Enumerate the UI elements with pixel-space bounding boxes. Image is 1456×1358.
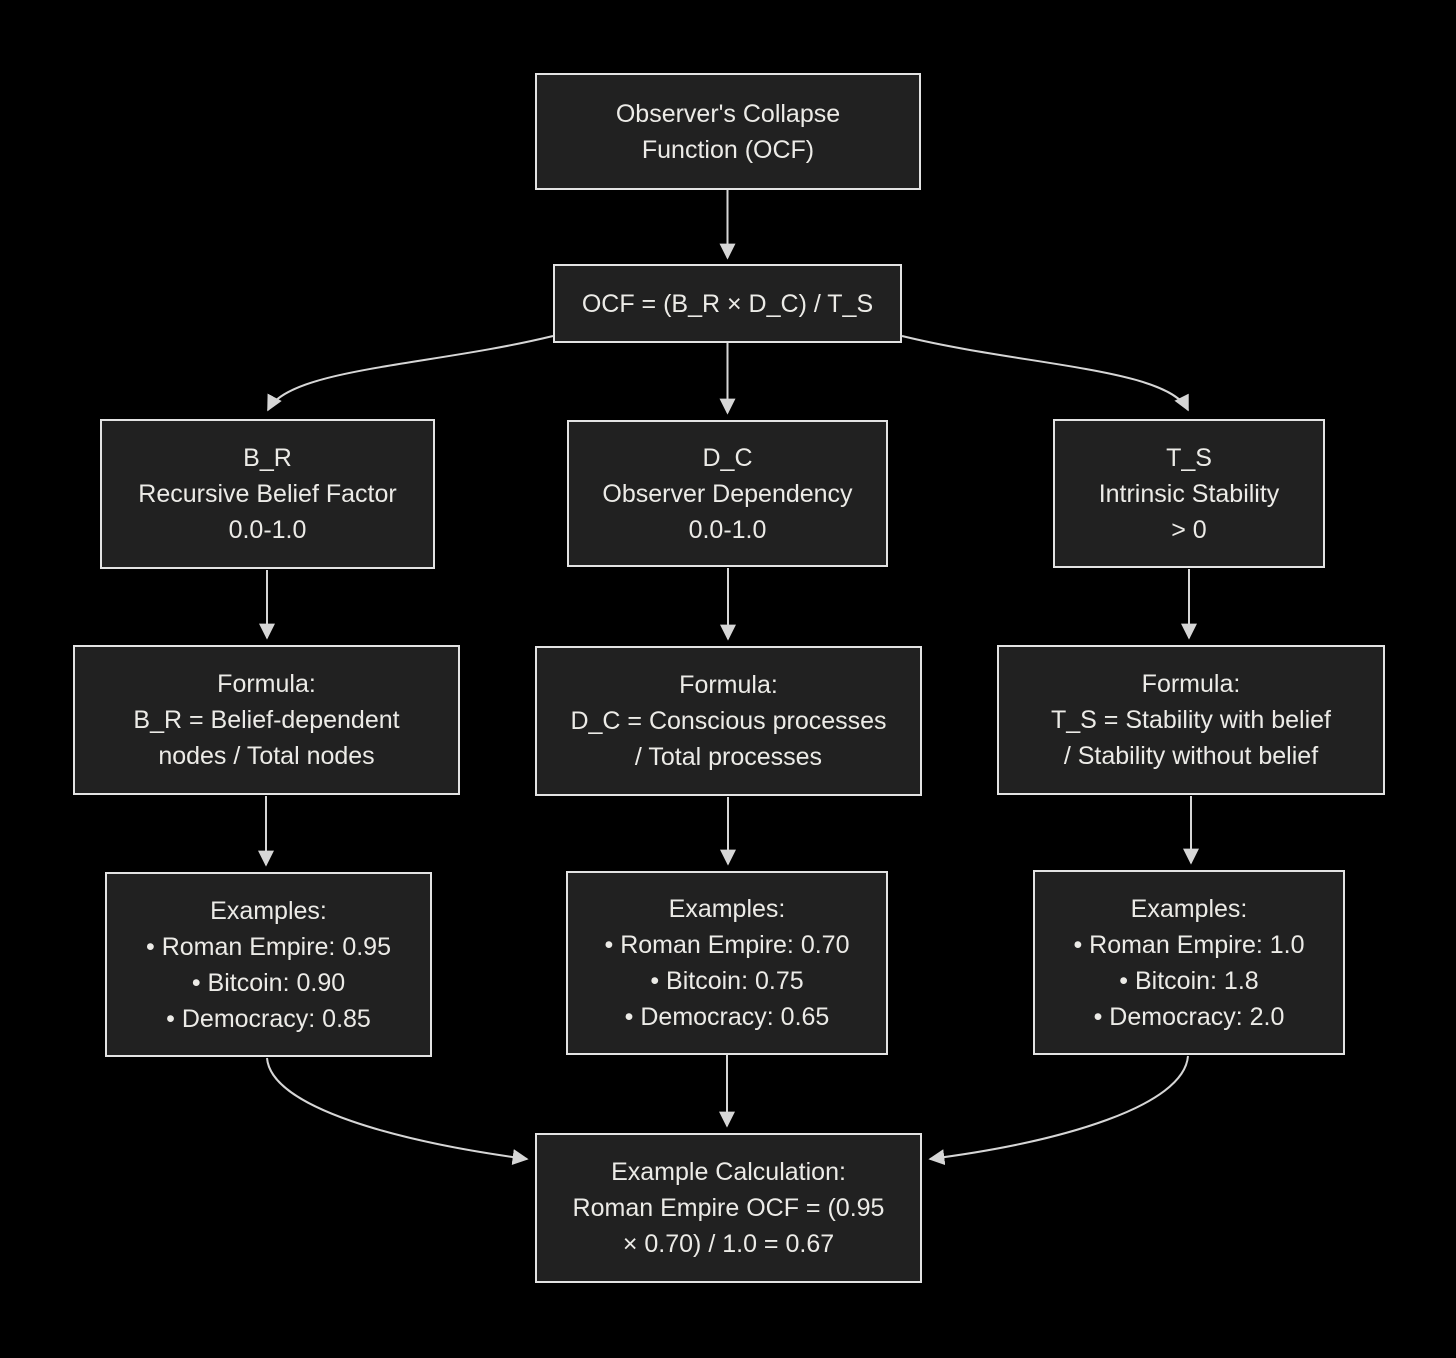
node-br-examples: Examples: • Roman Empire: 0.95 • Bitcoin… [105, 872, 432, 1057]
master-formula-text: OCF = (B_R × D_C) / T_S [581, 289, 874, 318]
node-ocf-title-line2: Function (OCF) [641, 135, 815, 164]
dc-name: Observer Dependency [602, 479, 853, 508]
br-symbol: B_R [243, 444, 292, 472]
dc-examples-header: Examples: [668, 895, 786, 923]
br-examples-item1: • Roman Empire: 0.95 [146, 932, 391, 961]
arrow-br-examples-to-calc [266, 1057, 529, 1166]
dc-formula-line2: / Total processes [634, 743, 823, 771]
ts-formula-header: Formula: [1141, 670, 1241, 698]
arrow-master-to-ts [901, 335, 1189, 412]
arrow-ts-examples-to-calc [928, 1055, 1189, 1166]
node-br: B_R Recursive Belief Factor 0.0-1.0 [100, 419, 435, 569]
calc-line2: × 0.70) / 1.0 = 0.67 [622, 1230, 835, 1258]
calc-header: Example Calculation: [611, 1158, 846, 1186]
dc-range: 0.0-1.0 [688, 515, 767, 544]
node-br-formula: Formula: B_R = Belief-dependent nodes / … [73, 645, 460, 795]
dc-formula-header: Formula: [679, 671, 778, 699]
dc-examples-item3: • Democracy: 0.65 [624, 1003, 830, 1031]
br-formula-header: Formula: [217, 670, 316, 698]
node-ocf-title: Observer's Collapse Function (OCF) [535, 73, 921, 190]
node-ts: T_S Intrinsic Stability > 0 [1053, 419, 1325, 568]
node-ts-examples: Examples: • Roman Empire: 1.0 • Bitcoin:… [1033, 870, 1345, 1055]
ts-examples-item1: • Roman Empire: 1.0 [1073, 930, 1305, 959]
br-formula-line2: nodes / Total nodes [158, 742, 375, 770]
ts-formula-line1: T_S = Stability with belief [1051, 706, 1331, 734]
br-formula-line1: B_R = Belief-dependent [133, 706, 400, 734]
calc-line1: Roman Empire OCF = (0.95 [572, 1194, 885, 1222]
br-range: 0.0-1.0 [228, 516, 307, 544]
node-dc-examples: Examples: • Roman Empire: 0.70 • Bitcoin… [566, 871, 888, 1055]
node-example-calculation: Example Calculation: Roman Empire OCF = … [535, 1133, 922, 1283]
ts-examples-item2: • Bitcoin: 1.8 [1119, 966, 1259, 995]
ts-symbol: T_S [1166, 443, 1212, 472]
node-dc-formula: Formula: D_C = Conscious processes / Tot… [535, 646, 922, 796]
node-ts-formula: Formula: T_S = Stability with belief / S… [997, 645, 1385, 795]
br-examples-item2: • Bitcoin: 0.90 [191, 968, 346, 997]
ts-examples-header: Examples: [1130, 894, 1248, 923]
node-dc: D_C Observer Dependency 0.0-1.0 [567, 420, 888, 567]
dc-symbol: D_C [702, 443, 753, 472]
node-ocf-title-line1: Observer's Collapse [615, 99, 841, 128]
br-examples-header: Examples: [210, 896, 327, 925]
node-master-formula: OCF = (B_R × D_C) / T_S [553, 264, 902, 343]
ts-name: Intrinsic Stability [1098, 479, 1280, 508]
dc-examples-item2: • Bitcoin: 0.75 [650, 967, 804, 995]
dc-examples-item1: • Roman Empire: 0.70 [604, 931, 850, 959]
br-name: Recursive Belief Factor [138, 480, 397, 508]
ts-examples-item3: • Democracy: 2.0 [1093, 1002, 1285, 1031]
ts-range: > 0 [1171, 515, 1207, 544]
arrow-master-to-br [267, 335, 554, 412]
ts-formula-line2: / Stability without belief [1063, 742, 1319, 770]
dc-formula-line1: D_C = Conscious processes [570, 707, 887, 735]
br-examples-item3: • Democracy: 0.85 [166, 1004, 371, 1033]
